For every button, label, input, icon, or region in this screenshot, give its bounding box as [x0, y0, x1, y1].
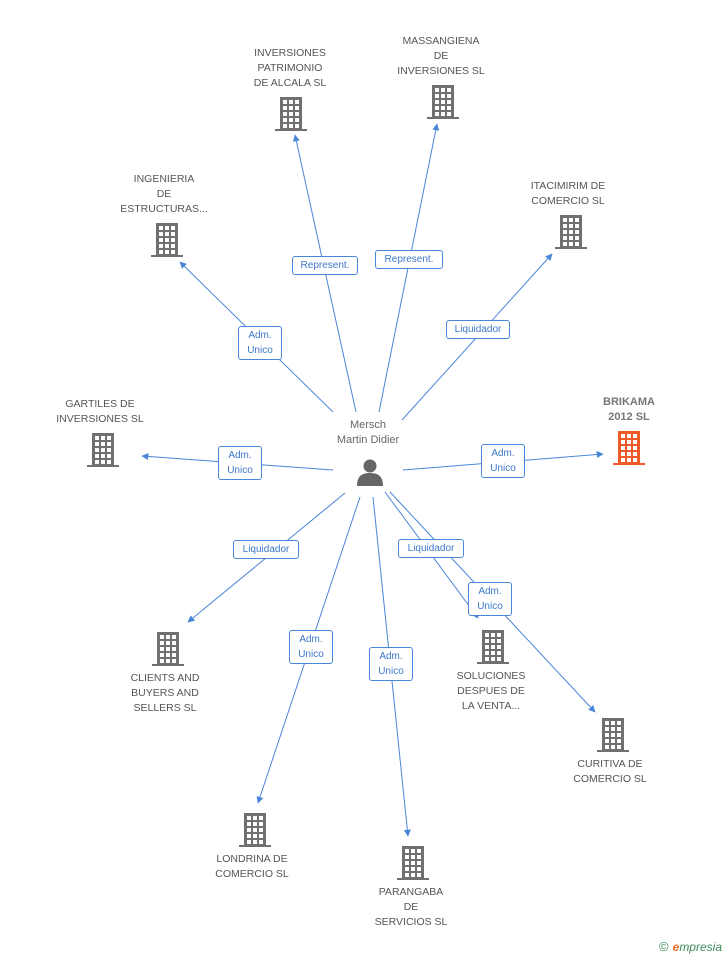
company-label-gartiles[interactable]: GARTILES DE INVERSIONES SL: [56, 397, 144, 427]
relation-tag-text: Represent.: [300, 260, 350, 271]
building-icon[interactable]: [597, 718, 629, 752]
relation-tag-text: Unico: [490, 463, 516, 474]
building-icon[interactable]: [427, 85, 459, 119]
company-name-line: SELLERS SL: [133, 702, 197, 714]
relation-tag-soluciones[interactable]: Adm. Unico: [468, 582, 512, 616]
building-icon[interactable]: [613, 431, 645, 465]
relation-tag-text: Represent.: [384, 254, 434, 265]
copyright-symbol: ©: [659, 939, 669, 954]
building-icon[interactable]: [275, 97, 307, 131]
company-name-line: LONDRINA DE: [216, 853, 288, 865]
company-name-line: INVERSIONES SL: [397, 65, 485, 77]
relation-tag-text: Unico: [477, 601, 503, 612]
footer-brand[interactable]: ©empresia: [659, 939, 722, 954]
company-name-line: DE: [433, 50, 449, 62]
company-label-itacimirim[interactable]: ITACIMIRIM DE COMERCIO SL: [531, 179, 605, 209]
building-icon[interactable]: [555, 215, 587, 249]
relation-tag-text: Unico: [378, 666, 404, 677]
relation-tag-text: Adm.: [491, 448, 515, 459]
company-label-parangaba[interactable]: PARANGABA DE SERVICIOS SL: [375, 885, 448, 930]
building-icon[interactable]: [477, 630, 509, 664]
company-name-line: DE ALCALA SL: [253, 77, 327, 89]
building-icon[interactable]: [87, 433, 119, 467]
relation-tag-gartiles[interactable]: Adm. Unico: [218, 446, 262, 480]
company-label-ingenieria[interactable]: INGENIERIA DE ESTRUCTURAS...: [120, 172, 208, 217]
company-name-line: CLIENTS AND: [130, 672, 200, 684]
company-name-line: SERVICIOS SL: [374, 916, 448, 928]
company-name-line: GARTILES DE: [65, 398, 135, 410]
relation-tag-text: Unico: [298, 649, 324, 660]
relation-tag-parangaba[interactable]: Adm. Unico: [369, 647, 413, 681]
building-icon[interactable]: [151, 223, 183, 257]
building-icon[interactable]: [152, 632, 184, 666]
company-name-line: DESPUES DE: [457, 685, 525, 697]
company-name-line: MASSANGIENA: [402, 35, 480, 47]
relation-tag-text: Liquidador: [407, 543, 455, 554]
company-name-line: BUYERS AND: [131, 687, 199, 699]
building-icon[interactable]: [397, 846, 429, 880]
company-name-line: LA VENTA...: [461, 700, 521, 712]
relation-tag-text: Adm.: [299, 634, 323, 645]
company-label-massangiena[interactable]: MASSANGIENA DE INVERSIONES SL: [397, 34, 485, 79]
company-name-line: PATRIMONIO: [257, 62, 323, 74]
company-name-line: ITACIMIRIM DE: [530, 180, 606, 192]
relation-tag-text: Unico: [247, 345, 273, 356]
company-label-londrina[interactable]: LONDRINA DE COMERCIO SL: [215, 852, 289, 882]
building-icon[interactable]: [239, 813, 271, 847]
relation-tag-text: Adm.: [379, 651, 403, 662]
relation-tag-text: Unico: [227, 465, 253, 476]
company-label-inversiones-patrimonio[interactable]: INVERSIONES PATRIMONIO DE ALCALA SL: [254, 46, 326, 91]
company-name-line: BRIKAMA: [603, 396, 655, 408]
person-layer: [357, 459, 383, 487]
relation-tag-text: Adm.: [228, 450, 252, 461]
buildings-layer: [87, 85, 645, 880]
company-name-line: INVERSIONES SL: [56, 413, 144, 425]
company-name-line: DE: [403, 901, 419, 913]
company-label-brikama[interactable]: BRIKAMA 2012 SL: [603, 395, 655, 425]
company-name-line: COMERCIO SL: [215, 868, 289, 880]
company-label-clients[interactable]: CLIENTS AND BUYERS AND SELLERS SL: [131, 671, 200, 716]
relation-tag-text: Liquidador: [242, 544, 290, 555]
company-name-line: CURITIVA DE: [577, 758, 643, 770]
person-icon[interactable]: [357, 459, 383, 487]
company-name-line: 2012 SL: [608, 411, 650, 423]
company-name-line: ESTRUCTURAS...: [120, 203, 208, 215]
relation-tag-text: Adm.: [478, 586, 502, 597]
brand-first-letter: e: [672, 940, 680, 954]
company-name-line: INVERSIONES: [254, 47, 326, 59]
relation-tag-londrina[interactable]: Adm. Unico: [289, 630, 333, 664]
relation-tag-text: Adm.: [248, 330, 272, 341]
relation-tag-brikama[interactable]: Adm. Unico: [481, 444, 525, 478]
company-name-line: DE: [156, 188, 172, 200]
company-name-line: SOLUCIONES: [456, 670, 526, 682]
brand-name-rest: mpresia: [679, 940, 722, 954]
relation-tag-text: Liquidador: [454, 324, 502, 335]
company-name-line: PARANGABA: [378, 886, 444, 898]
relation-tag-ingenieria[interactable]: Adm. Unico: [238, 326, 282, 360]
person-name-line1: Mersch: [349, 419, 387, 431]
company-label-soluciones[interactable]: SOLUCIONES DESPUES DE LA VENTA...: [457, 669, 526, 714]
company-name-line: COMERCIO SL: [573, 773, 647, 785]
relation-tag-curitiva[interactable]: Liquidador: [398, 539, 464, 558]
company-name-line: COMERCIO SL: [531, 195, 605, 207]
relation-tag-clients[interactable]: Liquidador: [233, 540, 299, 559]
person-name-label[interactable]: Mersch Martin Didier: [337, 418, 399, 448]
relation-tag-massangiena[interactable]: Represent.: [375, 250, 443, 269]
relation-tag-inversiones-patrimonio[interactable]: Represent.: [292, 256, 358, 275]
company-name-line: INGENIERIA: [133, 173, 195, 185]
relation-tag-itacimirim[interactable]: Liquidador: [446, 320, 510, 339]
company-label-curitiva[interactable]: CURITIVA DE COMERCIO SL: [573, 757, 647, 787]
person-name-line2: Martin Didier: [336, 434, 400, 446]
